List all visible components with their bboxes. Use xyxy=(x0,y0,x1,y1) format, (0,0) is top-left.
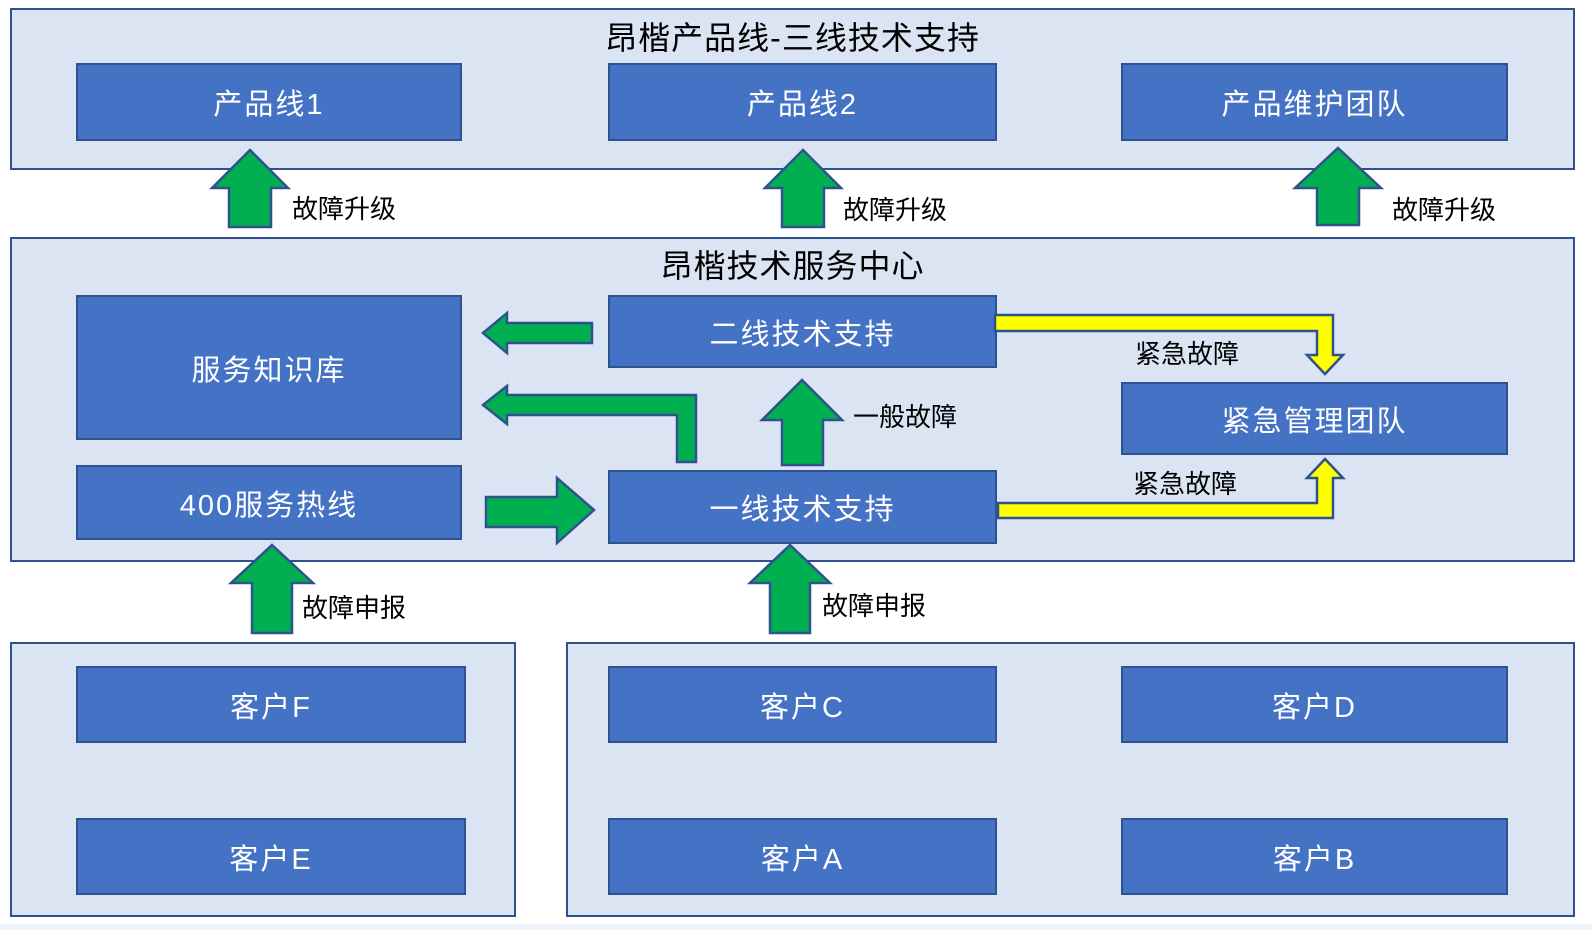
box-product-maintenance-team: 产品维护团队 xyxy=(1121,63,1508,141)
box-customer-b: 客户B xyxy=(1121,818,1508,895)
box-emergency-management-team: 紧急管理团队 xyxy=(1121,382,1508,455)
service-section-title: 昂楷技术服务中心 xyxy=(660,248,925,284)
box-product-line-2: 产品线2 xyxy=(608,63,997,141)
label-urgent-fault-bottom: 紧急故障 xyxy=(1133,469,1238,499)
box-customer-f: 客户F xyxy=(76,666,466,743)
label-fault-escalation-1: 故障升级 xyxy=(292,194,397,224)
label-fault-escalation-3: 故障升级 xyxy=(1392,195,1497,225)
label-fault-escalation-2: 故障升级 xyxy=(843,195,948,225)
box-400-hotline: 400服务热线 xyxy=(76,465,462,540)
label-fault-report-left: 故障申报 xyxy=(302,593,407,623)
label-general-fault: 一般故障 xyxy=(853,402,958,432)
box-service-knowledge-base: 服务知识库 xyxy=(76,295,462,440)
label-fault-report-right: 故障申报 xyxy=(822,591,927,621)
box-first-line-support: 一线技术支持 xyxy=(608,470,997,544)
box-product-line-1: 产品线1 xyxy=(76,63,462,141)
product-section-title: 昂楷产品线-三线技术支持 xyxy=(605,20,980,56)
bottom-edge-strip xyxy=(0,924,1592,930)
box-second-line-support: 二线技术支持 xyxy=(608,295,997,368)
box-customer-d: 客户D xyxy=(1121,666,1508,743)
box-customer-e: 客户E xyxy=(76,818,466,895)
box-customer-a: 客户A xyxy=(608,818,997,895)
label-urgent-fault-top: 紧急故障 xyxy=(1135,339,1240,369)
box-customer-c: 客户C xyxy=(608,666,997,743)
